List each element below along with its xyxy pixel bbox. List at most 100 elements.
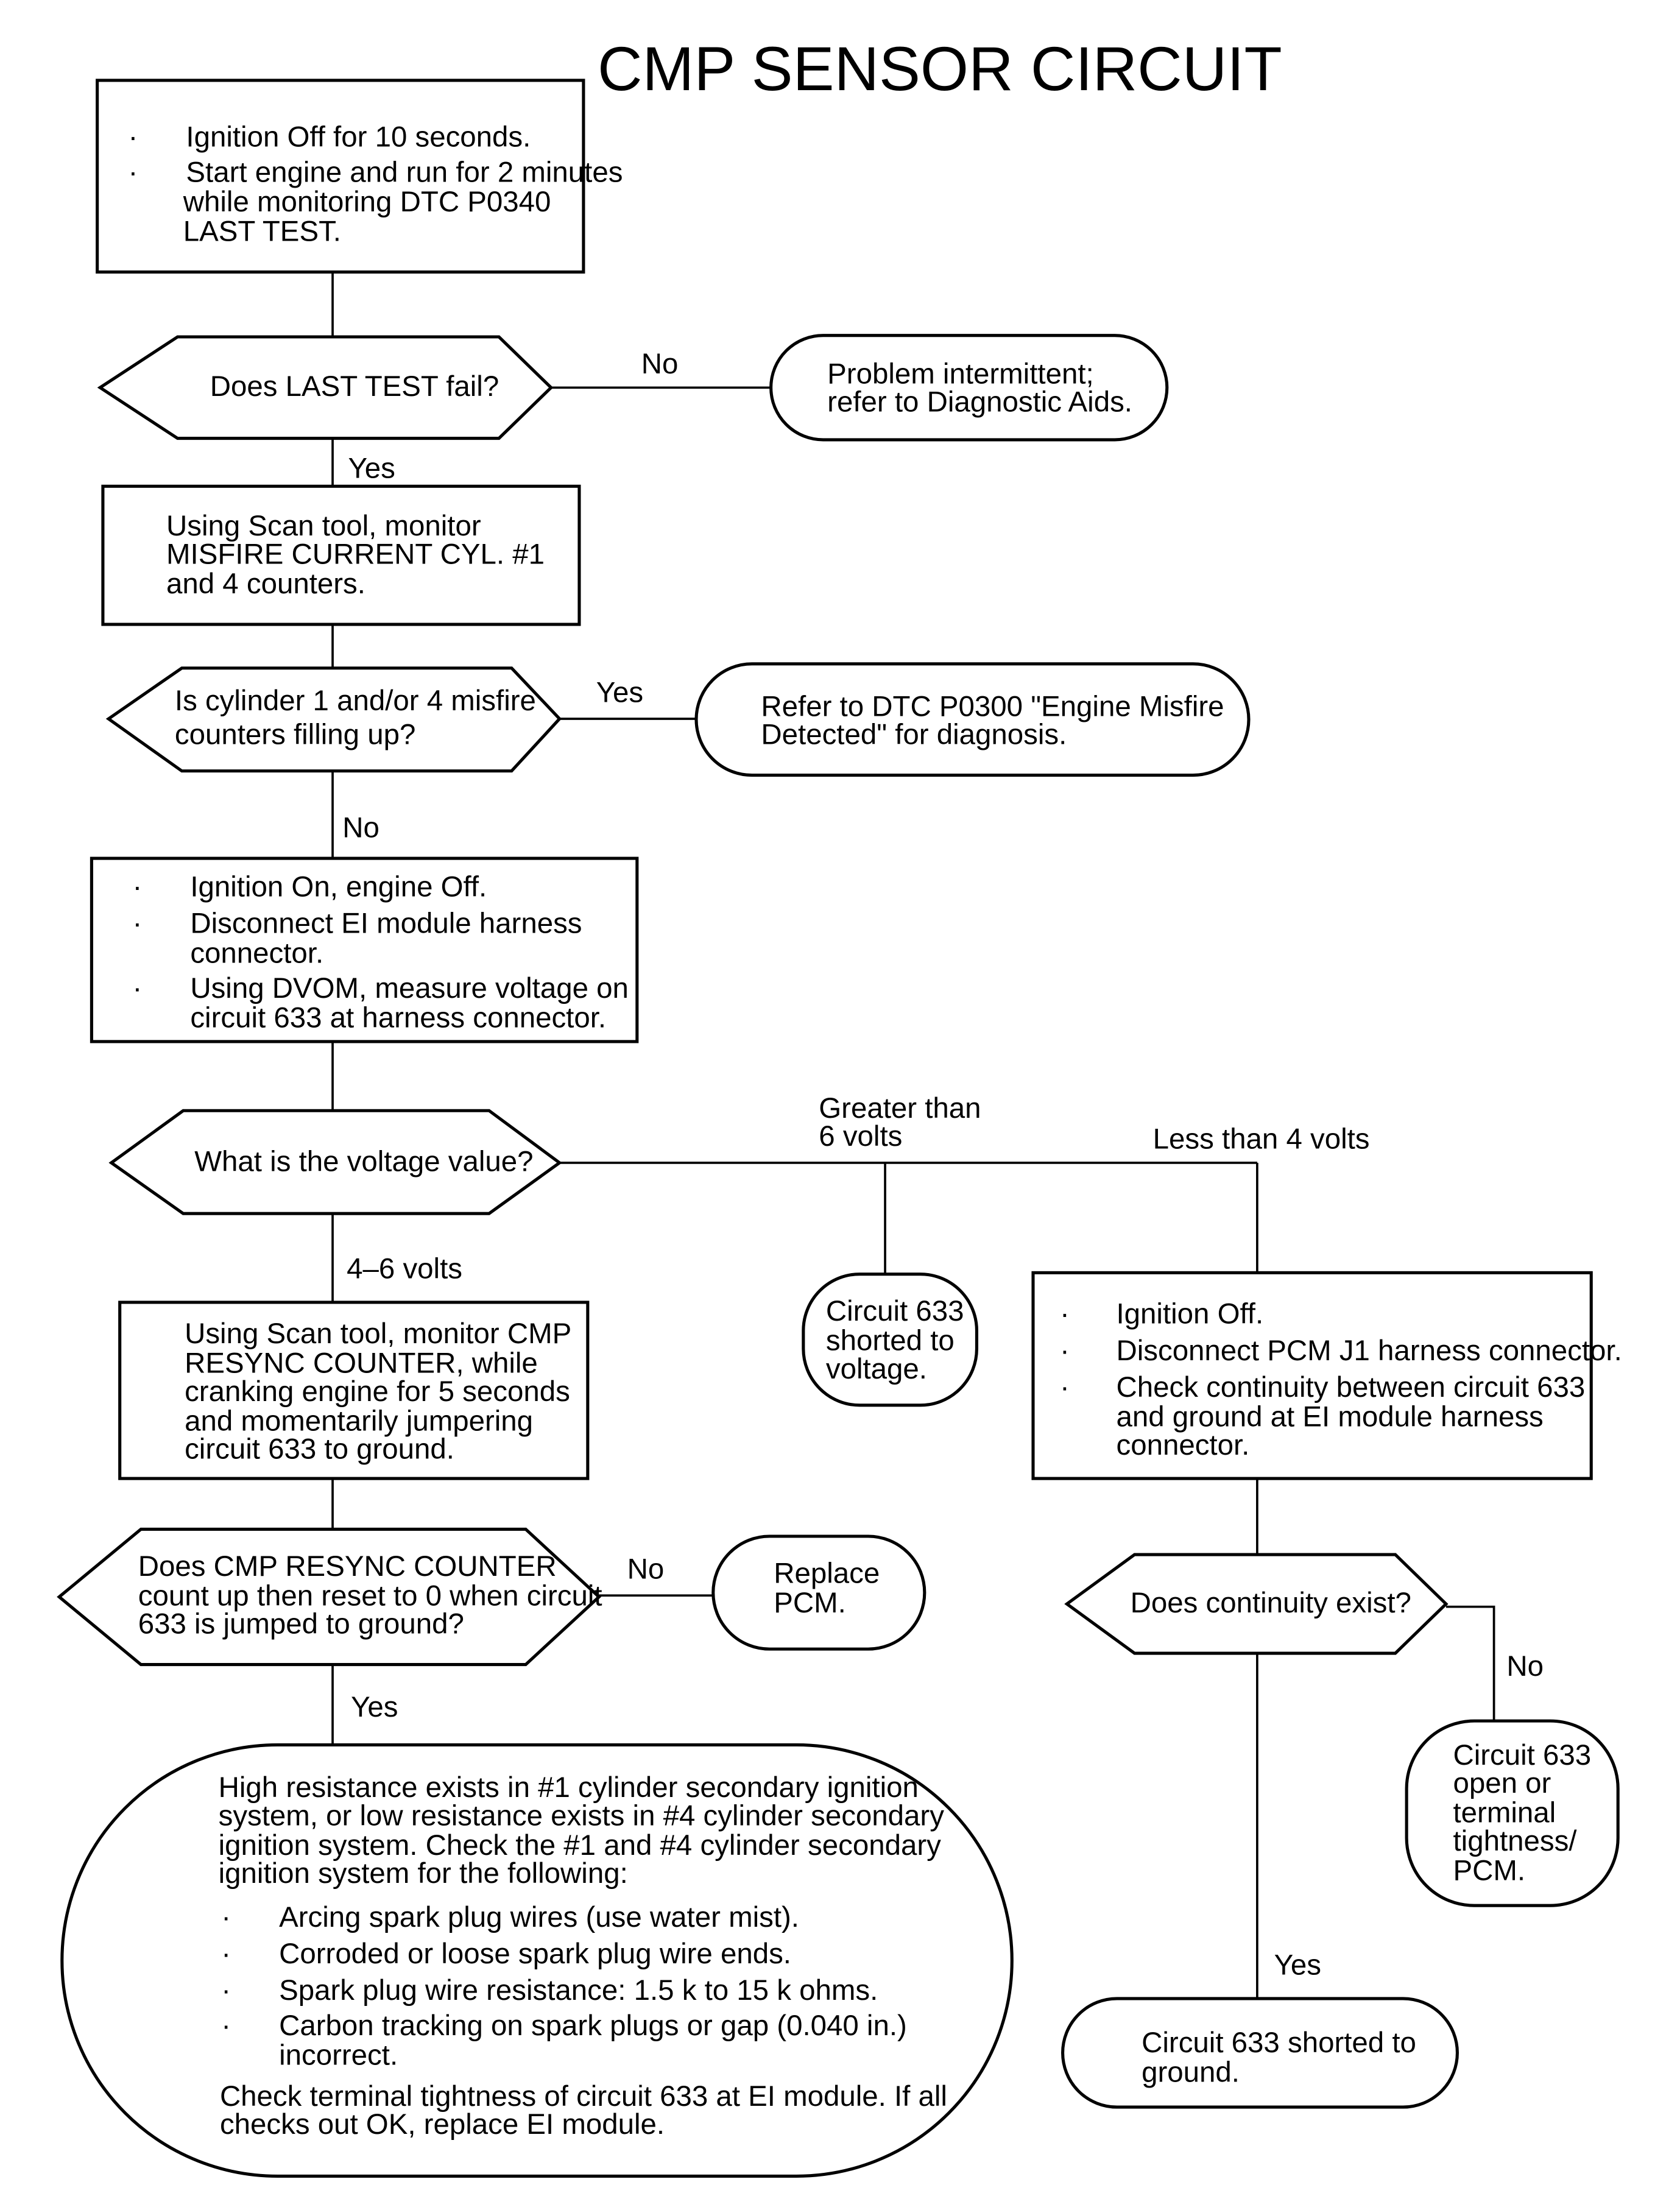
end-text: Circuit 633 xyxy=(1453,1739,1591,1771)
bullet-mark: · xyxy=(221,1974,231,2007)
end-ground: Circuit 633 shorted to ground. xyxy=(1061,1997,1459,2109)
step-text: circuit 633 to ground. xyxy=(185,1433,454,1466)
end-intermittent: Problem intermittent; refer to Diagnosti… xyxy=(769,334,1169,442)
bullet-mark: · xyxy=(221,1938,231,1970)
end-text: PCM. xyxy=(774,1587,846,1619)
step-text: MISFIRE CURRENT CYL. #1 xyxy=(166,538,545,571)
step-text: RESYNC COUNTER, while xyxy=(185,1347,538,1380)
end-text: checks out OK, replace EI module. xyxy=(220,2108,665,2141)
end-text: Circuit 633 xyxy=(826,1295,964,1327)
step-text: Disconnect PCM J1 harness connector. xyxy=(1116,1335,1622,1367)
check-item: Carbon tracking on spark plugs or gap (0… xyxy=(279,2010,907,2042)
step-text: cranking engine for 5 seconds xyxy=(185,1375,570,1408)
box-continuity: · Ignition Off. · Disconnect PCM J1 harn… xyxy=(1031,1271,1622,1480)
check-item: Spark plug wire resistance: 1.5 k to 15 … xyxy=(279,1974,878,2007)
end-text: shorted to xyxy=(826,1325,955,1357)
end-text: ignition system for the following: xyxy=(219,1857,628,1890)
connectors xyxy=(331,272,1495,1999)
check-item: incorrect. xyxy=(279,2039,398,2072)
decision-text: Does CMP RESYNC COUNTER xyxy=(138,1550,557,1583)
branch-label-greater: Greater than xyxy=(819,1092,981,1124)
decision-text: What is the voltage value? xyxy=(194,1146,533,1178)
step-text: while monitoring DTC P0340 xyxy=(183,186,551,218)
bullet-mark: · xyxy=(221,1901,231,1933)
step-text: Using DVOM, measure voltage on xyxy=(190,972,629,1004)
end-replace-pcm: Replace PCM. xyxy=(711,1534,926,1651)
box-resync: Using Scan tool, monitor CMP RESYNC COUN… xyxy=(118,1301,590,1480)
decision-text: Does continuity exist? xyxy=(1131,1587,1411,1619)
start-box: · Ignition Off for 10 seconds. · Start e… xyxy=(96,79,623,274)
step-text: connector. xyxy=(190,937,323,969)
decision-text: count up then reset to 0 when circuit xyxy=(138,1580,602,1612)
step-text: and momentarily jumpering xyxy=(185,1405,533,1437)
box-misfire-monitor: Using Scan tool, monitor MISFIRE CURRENT… xyxy=(101,484,581,626)
end-p0300: Refer to DTC P0300 "Engine Misfire Detec… xyxy=(694,662,1251,777)
bullet-mark: · xyxy=(1060,1335,1070,1367)
branch-label-no: No xyxy=(627,1553,665,1585)
box-voltage-check: · Ignition On, engine Off. · Disconnect … xyxy=(90,856,639,1043)
end-text: Check terminal tightness of circuit 633 … xyxy=(220,2080,947,2113)
decision-text: 633 is jumped to ground? xyxy=(138,1608,464,1640)
step-text: Disconnect EI module harness xyxy=(190,908,582,940)
step-text: Check continuity between circuit 633 xyxy=(1116,1371,1585,1403)
branch-label-no: No xyxy=(641,348,679,380)
bullet-mark: · xyxy=(132,908,142,940)
branch-label-less: Less than 4 volts xyxy=(1153,1123,1370,1156)
step-text: LAST TEST. xyxy=(183,216,341,248)
decision-resync: Does CMP RESYNC COUNTER count up then re… xyxy=(57,1527,602,1667)
end-open: Circuit 633 open or terminal tightness/ … xyxy=(1405,1719,1620,1907)
end-secondary-ignition: High resistance exists in #1 cylinder se… xyxy=(60,1743,1014,2178)
step-text: Ignition On, engine Off. xyxy=(190,871,487,903)
branch-label-no: No xyxy=(342,811,379,844)
decision-continuity: Does continuity exist? xyxy=(1064,1553,1449,1655)
bullet-mark: · xyxy=(129,156,138,188)
bullet-mark: · xyxy=(129,121,138,154)
step-text: Ignition Off. xyxy=(1116,1298,1263,1330)
end-text: terminal xyxy=(1453,1797,1556,1829)
end-text: Problem intermittent; xyxy=(827,358,1094,390)
branch-label-no: No xyxy=(1506,1650,1544,1682)
branch-label-yes: Yes xyxy=(596,676,643,708)
step-text: Ignition Off for 10 seconds. xyxy=(186,121,531,154)
decision-misfire: Is cylinder 1 and/or 4 misfire counters … xyxy=(105,666,562,773)
check-item: Arcing spark plug wires (use water mist)… xyxy=(279,1901,799,1933)
end-text: open or xyxy=(1453,1767,1551,1799)
step-text: Start engine and run for 2 minutes xyxy=(186,156,623,188)
bullet-mark: · xyxy=(1060,1371,1070,1403)
end-shorted-voltage: Circuit 633 shorted to voltage. xyxy=(802,1273,978,1407)
end-text: High resistance exists in #1 cylinder se… xyxy=(219,1771,919,1804)
bullet-mark: · xyxy=(132,972,142,1004)
check-item: Corroded or loose spark plug wire ends. xyxy=(279,1938,791,1970)
branch-label-yes: Yes xyxy=(1274,1949,1321,1982)
end-text: ground. xyxy=(1142,2056,1240,2088)
end-text: system, or low resistance exists in #4 c… xyxy=(219,1799,945,1832)
branch-label-yes: Yes xyxy=(351,1691,398,1723)
step-text: circuit 633 at harness connector. xyxy=(190,1002,606,1034)
branch-label-greater: 6 volts xyxy=(819,1120,902,1153)
decision-text: Is cylinder 1 and/or 4 misfire xyxy=(175,685,536,717)
step-text: and ground at EI module harness xyxy=(1116,1401,1543,1433)
step-text: Using Scan tool, monitor xyxy=(166,510,481,542)
step-text: and 4 counters. xyxy=(166,568,365,600)
end-text: Circuit 633 shorted to xyxy=(1142,2027,1416,2059)
end-text: Refer to DTC P0300 "Engine Misfire xyxy=(761,690,1224,722)
end-text: voltage. xyxy=(826,1353,927,1385)
end-text: PCM. xyxy=(1453,1855,1525,1887)
step-text: connector. xyxy=(1116,1429,1249,1461)
step-text: Using Scan tool, monitor CMP xyxy=(185,1318,571,1350)
end-text: Detected" for diagnosis. xyxy=(761,719,1067,751)
bullet-mark: · xyxy=(132,871,142,903)
bullet-mark: · xyxy=(221,2010,231,2042)
decision-last-test: Does LAST TEST fail? xyxy=(97,335,554,440)
branch-label-mid: 4–6 volts xyxy=(347,1253,462,1285)
decision-text: counters filling up? xyxy=(175,719,415,751)
end-text: refer to Diagnostic Aids. xyxy=(827,386,1132,418)
bullet-mark: · xyxy=(1060,1298,1070,1330)
end-text: Replace xyxy=(774,1557,880,1589)
decision-voltage: What is the voltage value? xyxy=(108,1109,562,1215)
end-text: ignition system. Check the #1 and #4 cyl… xyxy=(219,1829,941,1862)
decision-text: Does LAST TEST fail? xyxy=(210,370,499,403)
end-text: tightness/ xyxy=(1453,1825,1577,1857)
page-title: CMP SENSOR CIRCUIT xyxy=(598,34,1282,104)
